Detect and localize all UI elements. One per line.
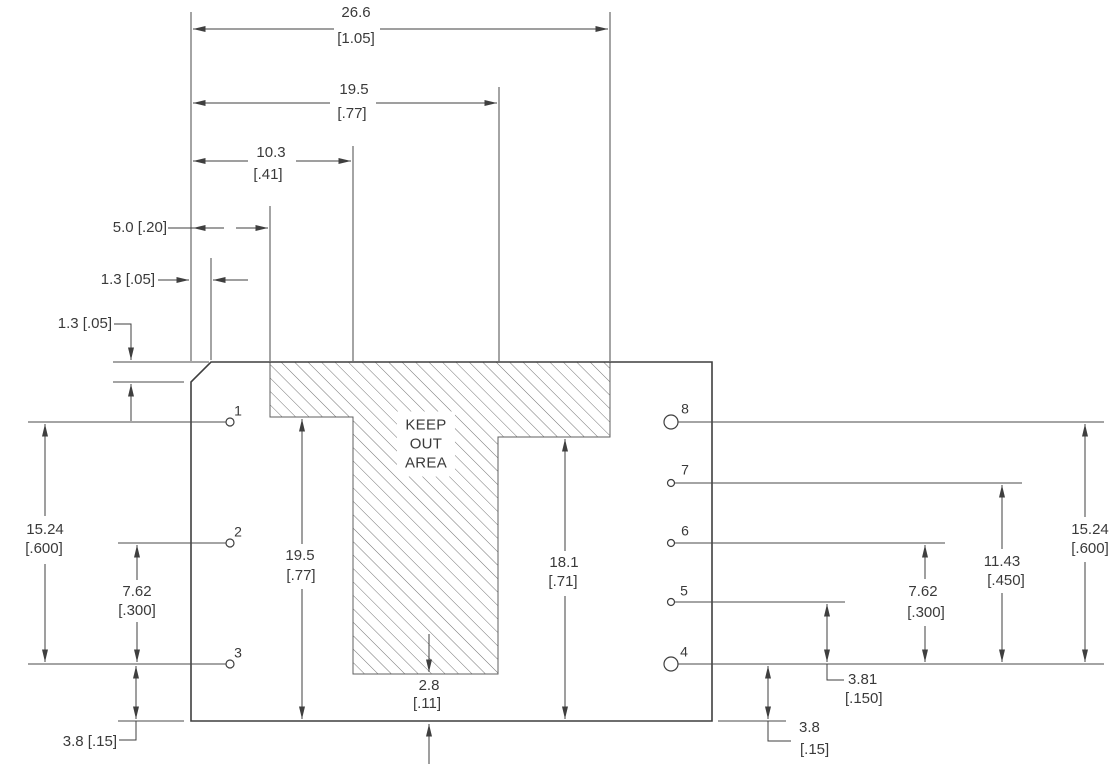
pin-circles [225,414,679,672]
dim-10-3-inch: [.41] [253,165,283,183]
pin-7-circle [666,478,676,488]
dim-15-24-left-mm: 15.24 [26,520,64,538]
dim-19-5-top-inch: [.77] [337,104,367,122]
dim-7-62-right-inch: [.300] [907,603,945,621]
dimension-lines [42,26,1088,764]
pin-4-circle [663,656,679,672]
keep-out-area-label: KEEP OUT AREA [396,411,456,477]
dim-2-8-mm: 2.8 [418,676,440,694]
pin-1-circle [225,417,235,427]
pin-label-6: 6 [681,522,689,539]
pin-label-4: 4 [680,643,688,660]
pin-8-circle [663,414,679,430]
dim-19-5-keepout-inch: [.77] [286,566,316,584]
dim-15-24-right-inch: [.600] [1071,539,1109,557]
keep-out-line-1: KEEP [405,416,447,434]
dim-15-24-right-mm: 15.24 [1071,520,1109,538]
pin-label-1: 1 [234,402,242,419]
dim-3-81-inch: [.150] [845,689,883,707]
dim-1-3-width-label: 1.3 [.05] [100,270,155,288]
dim-11-43-inch: [.450] [987,571,1025,589]
pin-3-circle [225,659,235,669]
dim-7-62-left-inch: [.300] [118,601,156,619]
dim-18-1-inch: [.71] [548,572,578,590]
keep-out-line-2: OUT [409,435,443,453]
dim-19-5-top-mm: 19.5 [339,80,369,98]
dim-3-8-right-inch: [.15] [800,740,830,758]
dim-15-24-left-inch: [.600] [25,539,63,557]
dim-1-3-depth-label: 1.3 [.05] [57,314,112,332]
dim-3-8-right-mm: 3.8 [799,718,820,736]
package-outline [190,361,713,722]
extension-lines [113,12,786,722]
pin-leader-lines [28,421,1104,665]
dim-26-6-inch: [1.05] [337,29,375,47]
pin-label-8: 8 [681,400,689,417]
pin-label-7: 7 [681,461,689,478]
dim-26-6-mm: 26.6 [341,3,371,21]
dim-18-1-mm: 18.1 [549,553,579,571]
keep-out-hatch-region [269,361,611,675]
dim-5-0-label: 5.0 [.20] [112,218,167,236]
pin-label-5: 5 [680,582,688,599]
pin-label-3: 3 [234,644,242,661]
dim-3-81-mm: 3.81 [848,670,878,688]
pin-6-circle [666,538,676,548]
dim-19-5-keepout-mm: 19.5 [285,546,315,564]
dim-11-43-mm: 11.43 [983,552,1021,570]
pin-5-circle [666,597,676,607]
pin-2-circle [225,538,235,548]
dim-7-62-left-mm: 7.62 [122,582,152,600]
dim-7-62-right-mm: 7.62 [908,582,938,600]
keep-out-line-3: AREA [404,454,448,472]
dim-3-8-left-label: 3.8 [.15] [62,732,117,750]
dim-2-8-inch: [.11] [412,694,442,712]
pin-label-2: 2 [234,523,242,540]
dim-10-3-mm: 10.3 [256,143,286,161]
